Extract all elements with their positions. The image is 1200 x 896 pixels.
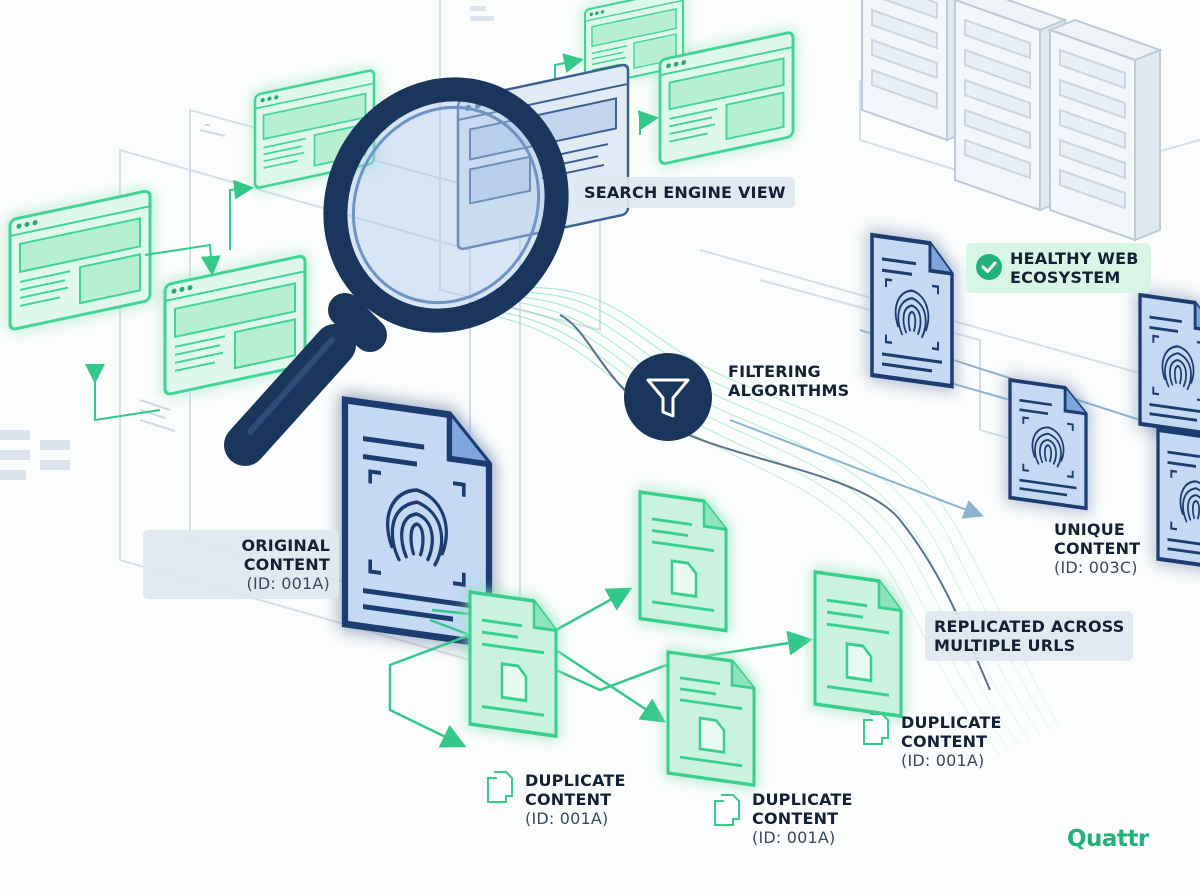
duplicate-content-id: (ID: 001A): [525, 809, 626, 828]
original-content-title: ORIGINAL CONTENT: [152, 536, 330, 574]
unique-line-1: UNIQUE: [1054, 520, 1140, 539]
unique-content-document: [1010, 380, 1086, 508]
original-content-document: [345, 400, 489, 644]
original-content-id: (ID: 001A): [152, 574, 330, 593]
duplicate-content-id: (ID: 001A): [901, 751, 1002, 770]
healthy-web-ecosystem-label: HEALTHY WEB ECOSYSTEM: [966, 243, 1151, 293]
funnel-icon: [624, 353, 712, 441]
replicated-line-2: MULTIPLE URLS: [934, 636, 1124, 655]
replicated-line-1: REPLICATED ACROSS: [934, 617, 1124, 636]
duplicate-documents: [470, 492, 901, 785]
check-circle-icon: [975, 253, 1003, 281]
unique-content-id: (ID: 003C): [1054, 558, 1140, 577]
healthy-ecosystem-document: [872, 235, 952, 386]
filtering-line-2: ALGORITHMS: [728, 381, 849, 400]
filtering-line-1: FILTERING: [728, 362, 849, 381]
duplicate-content-id: (ID: 001A): [752, 828, 853, 847]
unique-flow-arrow: [730, 420, 980, 515]
original-content-label: ORIGINAL CONTENT (ID: 001A): [143, 530, 339, 599]
filtering-algorithms-label: FILTERING ALGORITHMS: [728, 362, 849, 400]
healthy-line-1: HEALTHY WEB: [1010, 249, 1139, 268]
edge-document-top: [1140, 295, 1200, 434]
edge-document-bottom: [1158, 430, 1200, 569]
unique-line-2: CONTENT: [1054, 539, 1140, 558]
filter-wave-band: [485, 288, 1058, 755]
brand-logo[interactable]: Quattr: [1067, 826, 1149, 852]
duplicate-content-label-1: DUPLICATE CONTENT (ID: 001A): [525, 771, 626, 828]
server-rack-icons: [862, 0, 1160, 240]
unique-content-label: UNIQUE CONTENT (ID: 003C): [1054, 520, 1140, 577]
healthy-line-2: ECOSYSTEM: [1010, 268, 1139, 287]
search-engine-view-text: SEARCH ENGINE VIEW: [584, 183, 786, 202]
search-engine-view-label: SEARCH ENGINE VIEW: [575, 177, 795, 208]
duplicate-line-1: DUPLICATE: [901, 713, 1002, 732]
duplicate-content-label-3: DUPLICATE CONTENT (ID: 001A): [901, 713, 1002, 770]
duplicate-line-2: CONTENT: [525, 790, 626, 809]
duplicate-content-label-2: DUPLICATE CONTENT (ID: 001A): [752, 790, 853, 847]
duplicate-line-1: DUPLICATE: [752, 790, 853, 809]
replicated-label: REPLICATED ACROSS MULTIPLE URLS: [925, 611, 1133, 661]
duplicate-line-1: DUPLICATE: [525, 771, 626, 790]
duplicate-line-2: CONTENT: [901, 732, 1002, 751]
duplicate-line-2: CONTENT: [752, 809, 853, 828]
